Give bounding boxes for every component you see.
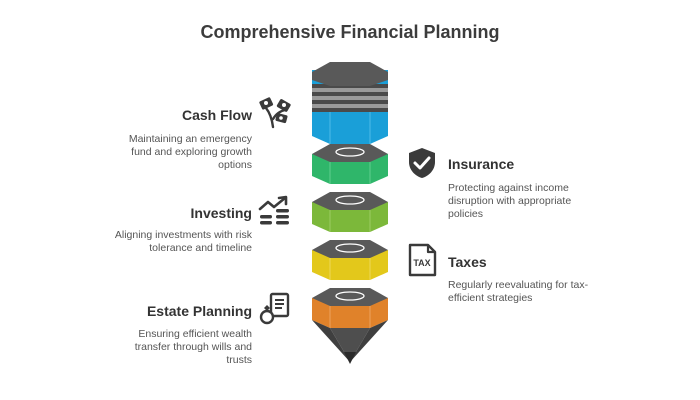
taxes-description: Regularly reevaluating for tax- efficien… — [448, 279, 589, 304]
investing-description: Aligning investments with risk tolerance… — [114, 229, 252, 254]
insurance-heading: Insurance — [448, 156, 515, 172]
estate-planning-heading: Estate Planning — [146, 303, 252, 319]
stack-segment-cash-flow — [312, 62, 388, 144]
tax-document-icon: TAX — [408, 243, 437, 277]
stack-segment-investing — [312, 192, 388, 232]
estate-planning-description: Ensuring efficient wealth transfer throu… — [134, 328, 252, 366]
diagram-title: Comprehensive Financial Planning — [200, 22, 500, 42]
stack-segment-estate-planning — [312, 288, 388, 328]
pencil-tip — [312, 320, 388, 364]
stack-segment-insurance — [312, 144, 388, 184]
insurance-description: Protecting against income disruption wit… — [448, 182, 572, 220]
taxes-heading: Taxes — [448, 254, 487, 270]
cash-flow-description: Maintaining an emergency fund and explor… — [128, 133, 252, 171]
tax-icon-label: TAX — [413, 258, 430, 268]
shield-check-icon — [409, 148, 435, 178]
growth-chart-icon — [258, 195, 289, 225]
will-document-ring-icon — [259, 292, 290, 325]
money-plant-icon — [259, 97, 291, 129]
stack-segment-taxes — [312, 240, 388, 280]
investing-heading: Investing — [190, 205, 252, 221]
cash-flow-heading: Cash Flow — [181, 107, 252, 123]
